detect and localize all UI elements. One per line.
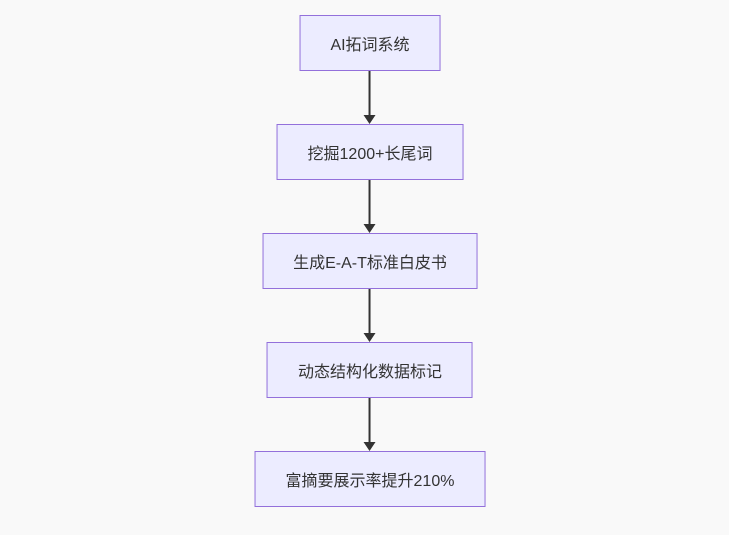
arrow-line	[369, 180, 371, 225]
node-label: AI拓词系统	[330, 37, 410, 54]
flowchart-canvas: AI拓词系统 挖掘1200+长尾词 生成E-A-T标准白皮书 动态结构化数据标记…	[254, 15, 486, 507]
arrow-line	[369, 398, 371, 443]
arrow-line	[369, 71, 371, 116]
arrow-head-icon	[364, 115, 376, 124]
flowchart-edge-1-2	[364, 71, 376, 124]
arrow-line	[369, 289, 371, 334]
node-label: 动态结构化数据标记	[297, 364, 442, 381]
arrow-head-icon	[364, 442, 376, 451]
flowchart-edge-4-5	[364, 398, 376, 451]
flowchart-node-step-5: 富摘要展示率提升210%	[254, 451, 486, 507]
flowchart-edge-2-3	[364, 180, 376, 233]
flowchart-edge-3-4	[364, 289, 376, 342]
node-label: 富摘要展示率提升210%	[285, 473, 455, 490]
arrow-head-icon	[364, 333, 376, 342]
node-label: 生成E-A-T标准白皮书	[293, 255, 447, 272]
arrow-head-icon	[364, 224, 376, 233]
node-label: 挖掘1200+长尾词	[307, 146, 433, 163]
flowchart-node-step-1: AI拓词系统	[299, 15, 441, 71]
flowchart-node-step-3: 生成E-A-T标准白皮书	[262, 233, 478, 289]
flowchart-node-step-2: 挖掘1200+长尾词	[276, 124, 464, 180]
flowchart-node-step-4: 动态结构化数据标记	[266, 342, 473, 398]
